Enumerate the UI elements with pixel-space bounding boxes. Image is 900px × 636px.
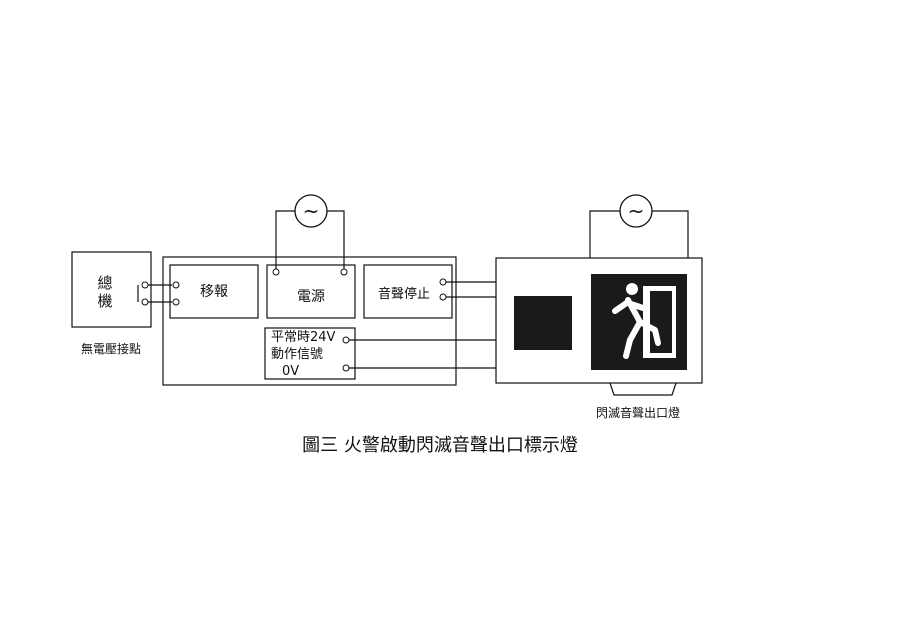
ac-symbol-right: ~ xyxy=(628,199,645,223)
power-box xyxy=(266,264,356,319)
signal-label-1: 平常時24V xyxy=(271,330,336,345)
main-unit-box xyxy=(71,251,152,328)
signal-label-2: 動作信號 xyxy=(271,347,323,362)
figure-caption: 圖三 火警啟動閃滅音聲出口標示燈 xyxy=(302,435,578,456)
sound-stop-label: 音聲停止 xyxy=(378,286,430,302)
signal-box xyxy=(264,327,356,380)
lamp-label: 閃滅音聲出口燈 xyxy=(596,405,680,420)
ac-source-icon xyxy=(619,194,653,228)
ac-source-icon xyxy=(294,194,328,228)
sound-stop-box xyxy=(363,264,453,319)
relay-box xyxy=(169,264,259,319)
exit-lamp-box xyxy=(495,257,703,384)
power-label: 電源 xyxy=(297,289,325,305)
running-man-exit-icon xyxy=(591,274,687,370)
ac-symbol-left: ~ xyxy=(303,199,320,223)
flash-lamp-square xyxy=(514,296,572,350)
lamp-bracket xyxy=(609,382,677,396)
control-box xyxy=(162,256,457,386)
dry-contact-label: 無電壓接點 xyxy=(81,341,141,356)
main-unit-label-2: 機 xyxy=(97,292,112,310)
main-unit-label: 總 xyxy=(97,274,112,292)
relay-label: 移報 xyxy=(200,284,228,300)
signal-label-3: 0V xyxy=(282,364,299,379)
